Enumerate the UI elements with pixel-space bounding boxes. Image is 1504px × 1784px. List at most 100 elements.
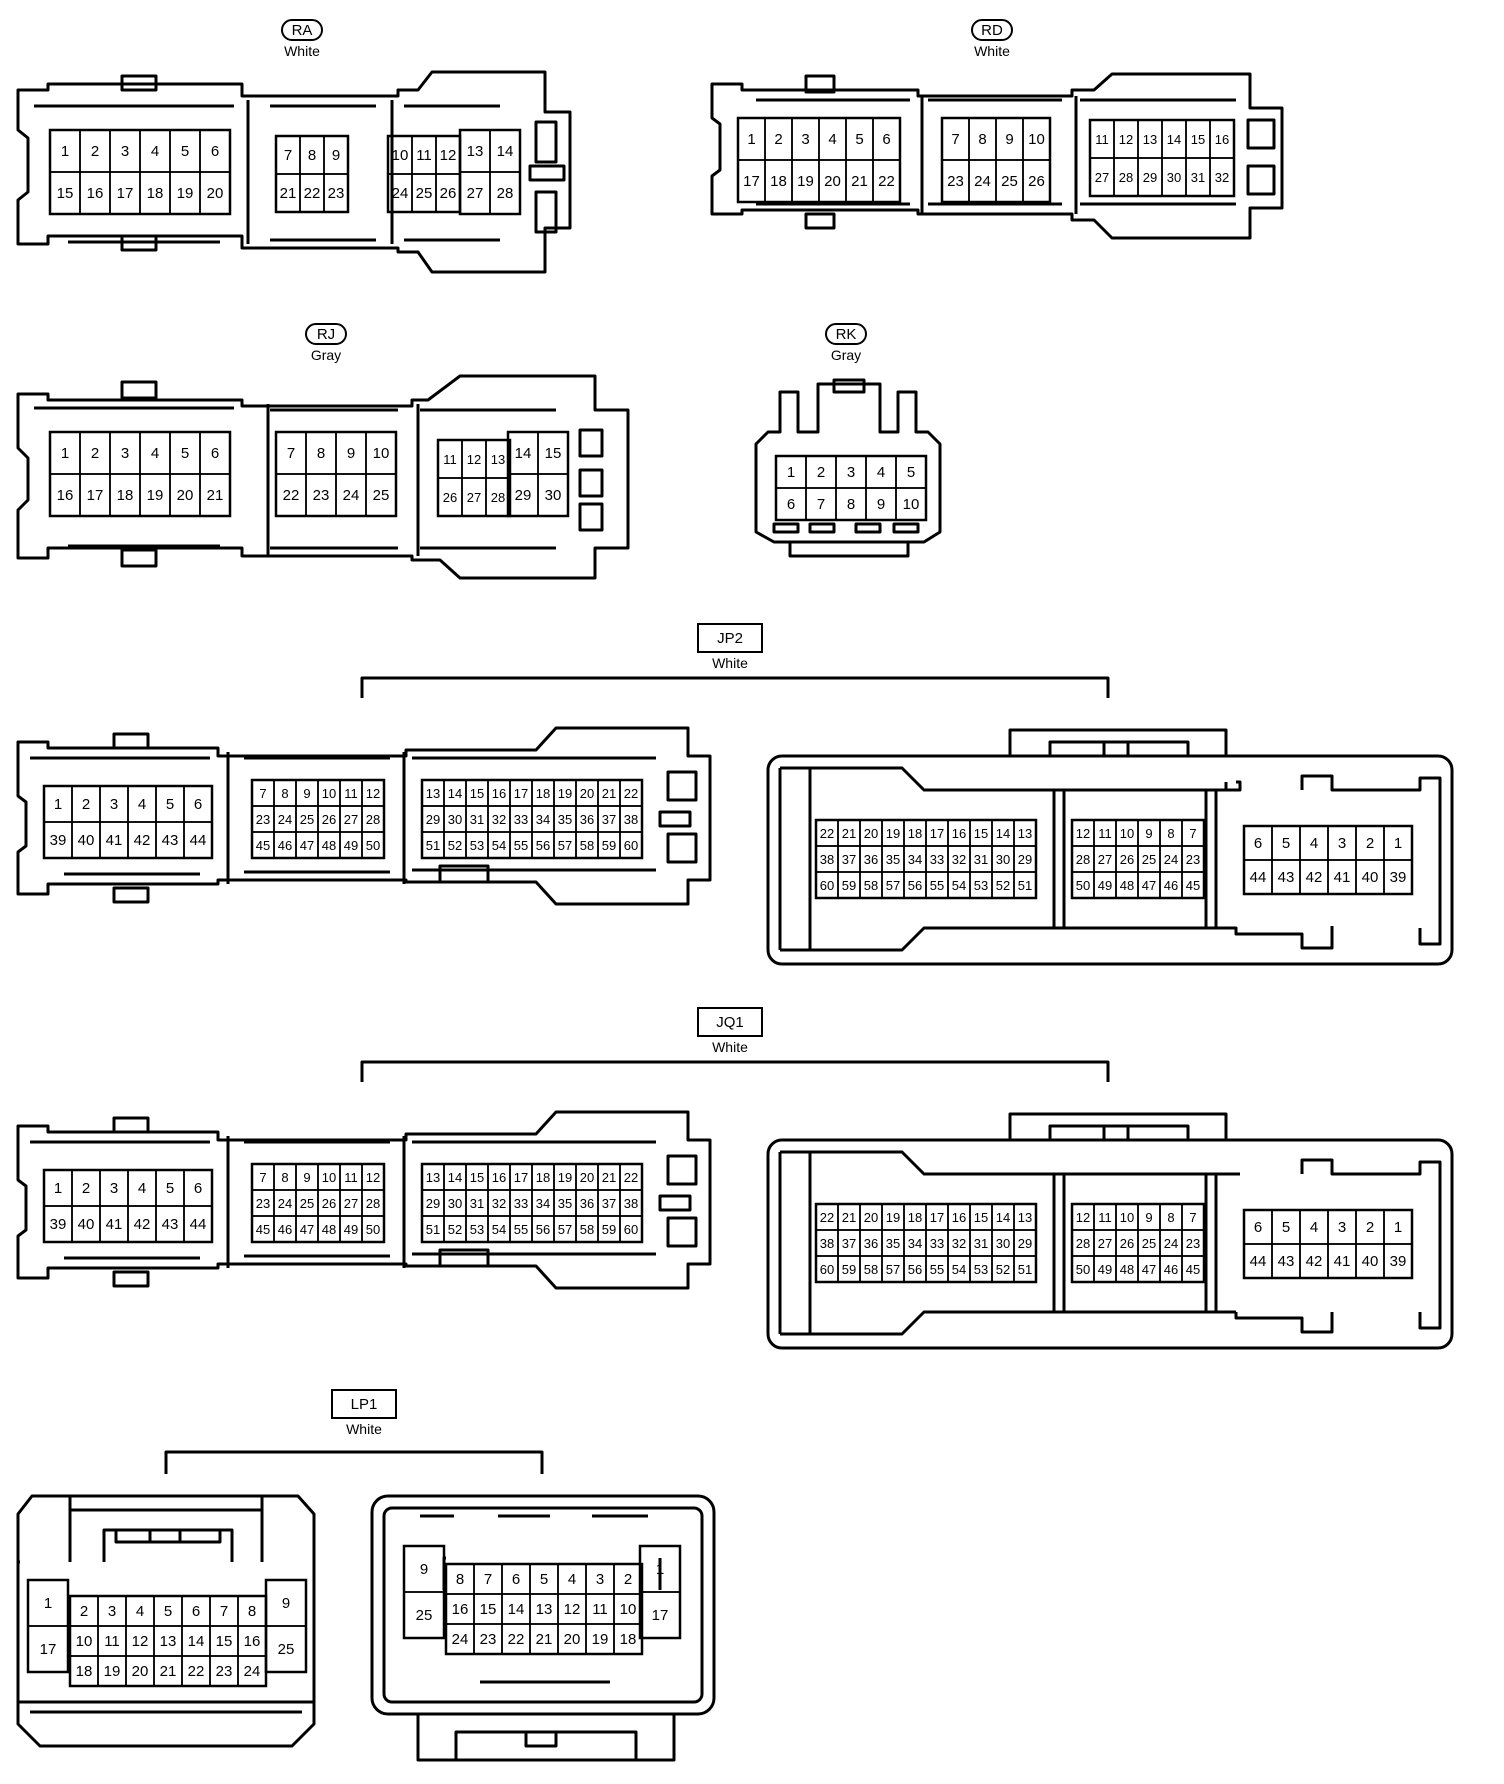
pin-number: 14 bbox=[448, 786, 462, 801]
pin-number: 13 bbox=[1018, 826, 1032, 841]
pin-number: 12 bbox=[440, 147, 457, 164]
pin-number: 18 bbox=[536, 1170, 550, 1185]
pin-number: 32 bbox=[1215, 170, 1229, 185]
pin-number: 1 bbox=[61, 143, 69, 160]
pin-number: 11 bbox=[104, 1633, 120, 1650]
pin-number: 48 bbox=[322, 1222, 336, 1237]
pin-number: 23 bbox=[328, 185, 345, 202]
pin-number: 4 bbox=[138, 1180, 146, 1197]
pin-number: 28 bbox=[366, 812, 380, 827]
pin-number: 13 bbox=[160, 1633, 177, 1650]
connector-code: LP1 bbox=[351, 1396, 378, 1413]
pin-number: 49 bbox=[1098, 878, 1112, 893]
pin-number: 53 bbox=[470, 1222, 484, 1237]
pin-number: 5 bbox=[540, 1571, 548, 1588]
pin-number: 12 bbox=[564, 1601, 581, 1618]
pin-number: 6 bbox=[194, 1180, 202, 1197]
connector-RK-housing bbox=[754, 378, 942, 558]
connector-code-box bbox=[697, 1007, 763, 1037]
pin-number: 19 bbox=[886, 826, 900, 841]
pin-number: 44 bbox=[1250, 869, 1267, 886]
connector-code-box bbox=[971, 19, 1013, 41]
pin-number: 49 bbox=[344, 838, 358, 853]
pin-number: 1 bbox=[787, 464, 795, 481]
pin-number: 25 bbox=[416, 1607, 433, 1624]
pin-number: 31 bbox=[974, 852, 988, 867]
pin-number: 43 bbox=[1278, 869, 1295, 886]
pin-number: 3 bbox=[847, 464, 855, 481]
pin-cavity bbox=[895, 487, 927, 521]
pin-number: 44 bbox=[190, 832, 207, 849]
pin-number: 48 bbox=[1120, 1262, 1134, 1277]
pin-cavity bbox=[639, 1591, 681, 1639]
pin-number: 3 bbox=[596, 1571, 604, 1588]
pin-number: 57 bbox=[886, 878, 900, 893]
pin-number: 3 bbox=[110, 1180, 118, 1197]
pin-number: 12 bbox=[132, 1633, 149, 1650]
pin-number: 52 bbox=[448, 838, 462, 853]
pin-number: 19 bbox=[886, 1210, 900, 1225]
pin-number: 22 bbox=[304, 185, 321, 202]
pin-number: 44 bbox=[190, 1216, 207, 1233]
pin-number: 24 bbox=[343, 487, 360, 504]
pin-number: 18 bbox=[620, 1631, 637, 1648]
pin-number: 5 bbox=[166, 796, 174, 813]
pin-number: 23 bbox=[1186, 852, 1200, 867]
connector-labels: RAWhiteRDWhiteRJGrayRKGrayJP2WhiteJQ1Whi… bbox=[281, 19, 1013, 1437]
pin-number: 60 bbox=[820, 878, 834, 893]
pin-number: 13 bbox=[491, 452, 505, 467]
pin-number: 1 bbox=[61, 445, 69, 462]
pin-number: 22 bbox=[820, 1210, 834, 1225]
pin-number: 10 bbox=[1120, 1210, 1134, 1225]
pin-number: 18 bbox=[908, 1210, 922, 1225]
pin-number: 25 bbox=[1001, 173, 1018, 190]
pin-number: 44 bbox=[1250, 1253, 1267, 1270]
pin-number: 54 bbox=[492, 1222, 506, 1237]
pin-number: 13 bbox=[1143, 132, 1157, 147]
pin-cavity bbox=[619, 831, 643, 859]
connector-code-box bbox=[305, 323, 347, 345]
pin-number: 23 bbox=[1186, 1236, 1200, 1251]
pin-number: 15 bbox=[1191, 132, 1205, 147]
pin-number: 20 bbox=[132, 1663, 149, 1680]
pin-number: 10 bbox=[620, 1601, 637, 1618]
pin-number: 8 bbox=[1167, 1210, 1174, 1225]
pin-number: 27 bbox=[1098, 1236, 1112, 1251]
pin-cavity bbox=[403, 1591, 445, 1639]
pin-number: 37 bbox=[602, 1196, 616, 1211]
pin-number: 40 bbox=[1362, 869, 1379, 886]
pin-number: 29 bbox=[1018, 852, 1032, 867]
pin-number: 14 bbox=[996, 1210, 1010, 1225]
pin-number: 58 bbox=[864, 878, 878, 893]
pin-number: 12 bbox=[366, 786, 380, 801]
pin-number: 24 bbox=[278, 812, 292, 827]
pin-number: 38 bbox=[624, 1196, 638, 1211]
pin-number: 39 bbox=[50, 832, 67, 849]
pin-number: 5 bbox=[1282, 835, 1290, 852]
pin-number: 22 bbox=[508, 1631, 525, 1648]
pin-number: 26 bbox=[322, 812, 336, 827]
pin-number: 13 bbox=[467, 143, 484, 160]
pin-number: 4 bbox=[136, 1603, 144, 1620]
pin-number: 12 bbox=[1119, 132, 1133, 147]
pin-number: 34 bbox=[536, 1196, 550, 1211]
pin-number: 31 bbox=[974, 1236, 988, 1251]
pin-number: 23 bbox=[480, 1631, 497, 1648]
pin-cavity bbox=[1383, 1243, 1413, 1279]
pin-number: 33 bbox=[930, 1236, 944, 1251]
pin-number: 34 bbox=[536, 812, 550, 827]
lp1-left-side-1: 117 bbox=[26, 1578, 70, 1674]
pin-number: 53 bbox=[974, 878, 988, 893]
pin-number: 13 bbox=[536, 1601, 553, 1618]
